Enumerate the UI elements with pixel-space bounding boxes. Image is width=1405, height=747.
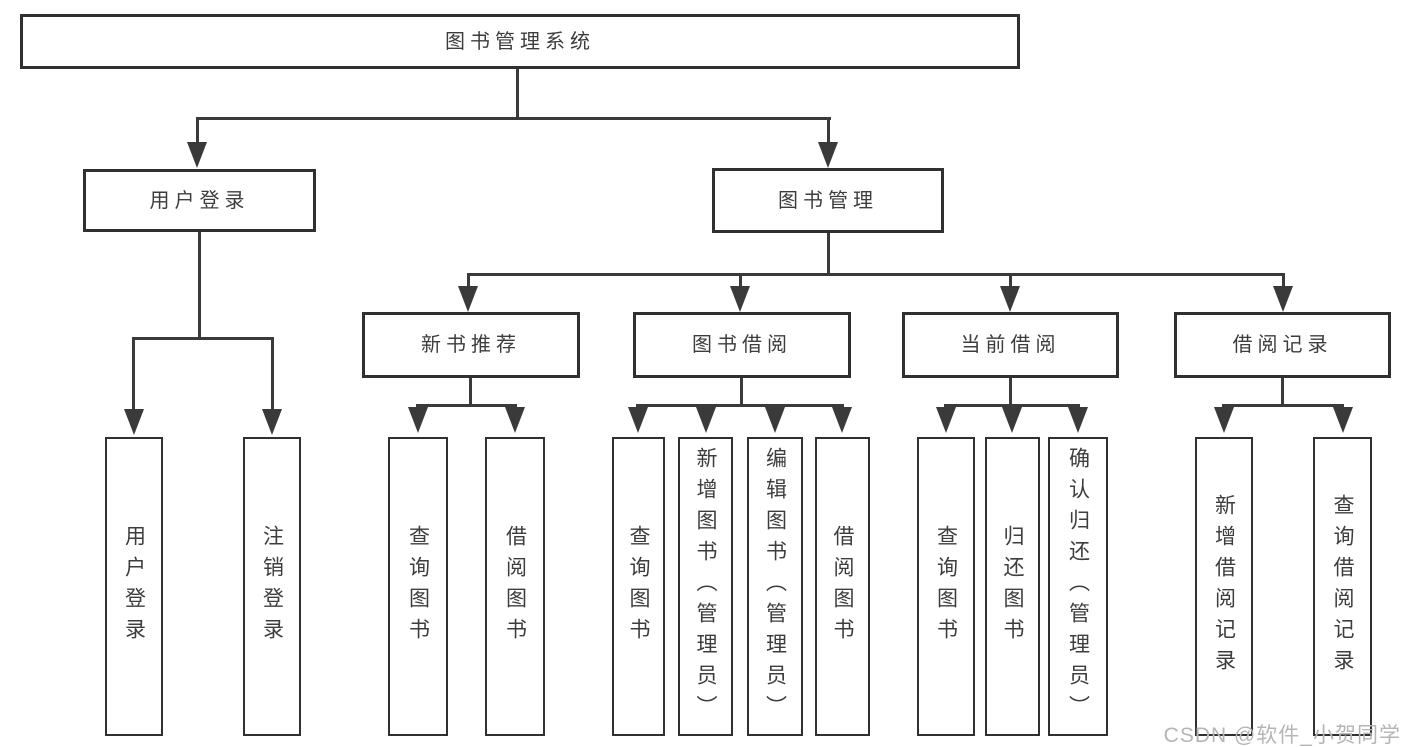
leaf-borrow-books-recommend: 借阅图书 [485, 437, 545, 736]
leaf-borrow-books: 借阅图书 [815, 437, 870, 736]
node-new-book-recommendation: 新书推荐 [362, 312, 580, 378]
connector-line [739, 273, 742, 288]
node-label: 用户登录 [149, 189, 250, 212]
leaf-add-books-admin: 新增图书（管理员） [678, 437, 733, 736]
arrow-down-icon [1068, 407, 1088, 433]
node-label: 借阅记录 [1232, 334, 1333, 356]
arrow-down-icon [1273, 286, 1293, 312]
node-user-login: 用户登录 [83, 169, 316, 232]
node-label: 查询图书 [934, 524, 958, 649]
leaf-add-borrow-record: 新增借阅记录 [1195, 437, 1253, 736]
node-label: 编辑图书（管理员） [763, 447, 787, 726]
leaf-query-books-recommend: 查询图书 [388, 437, 448, 736]
node-label: 借阅图书 [503, 524, 527, 649]
connector-line [416, 404, 517, 407]
connector-line [516, 69, 519, 119]
node-current-borrowing: 当前借阅 [902, 312, 1119, 378]
node-label: 查询图书 [627, 524, 650, 649]
leaf-return-books: 归还图书 [985, 437, 1040, 736]
arrow-down-icon [1000, 286, 1020, 312]
node-label: 当前借阅 [960, 334, 1061, 356]
arrow-down-icon [187, 142, 207, 168]
leaf-query-books-borrowing: 查询图书 [612, 437, 665, 736]
leaf-query-books-current: 查询图书 [917, 437, 975, 736]
leaf-logout: 注销登录 [243, 437, 301, 736]
connector-line [636, 404, 844, 407]
csdn-watermark: CSDN @软件_小贺同学 [1163, 724, 1401, 747]
node-label: 查询借阅记录 [1331, 493, 1354, 680]
node-label: 新书推荐 [421, 334, 521, 356]
leaf-user-login: 用户登录 [105, 437, 163, 736]
node-label: 图书借阅 [692, 334, 792, 356]
node-label: 归还图书 [1001, 524, 1024, 649]
arrow-down-icon [730, 286, 750, 312]
connector-line [469, 378, 472, 406]
leaf-edit-books-admin: 编辑图书（管理员） [747, 437, 803, 736]
node-label: 用户登录 [122, 524, 146, 649]
arrow-down-icon [628, 407, 648, 433]
connector-line [196, 117, 831, 120]
arrow-down-icon [458, 286, 478, 312]
node-label: 借阅图书 [831, 524, 854, 649]
node-label: 注销登录 [260, 524, 284, 649]
node-label: 图书管理 [778, 189, 878, 212]
connector-line [132, 337, 135, 411]
connector-line [827, 233, 830, 276]
node-borrow-records: 借阅记录 [1174, 312, 1391, 378]
node-library-management-system: 图书管理系统 [20, 14, 1020, 69]
arrow-down-icon [936, 407, 956, 433]
node-label: 新增借阅记录 [1212, 493, 1236, 680]
node-book-management: 图书管理 [712, 168, 944, 233]
arrow-down-icon [262, 409, 282, 435]
connector-line [467, 273, 1285, 276]
connector-line [1281, 378, 1284, 406]
arrow-down-icon [696, 407, 716, 433]
connector-line [944, 404, 1080, 407]
arrow-down-icon [408, 407, 428, 433]
node-label: 确认归还（管理员） [1066, 447, 1090, 726]
leaf-confirm-return-admin: 确认归还（管理员） [1048, 437, 1108, 736]
arrow-down-icon [1214, 407, 1234, 433]
connector-line [1009, 273, 1012, 288]
connector-line [740, 378, 743, 406]
node-label: 查询图书 [406, 524, 430, 649]
leaf-query-borrow-record: 查询借阅记录 [1313, 437, 1372, 736]
connector-line [1009, 378, 1012, 406]
connector-line [271, 337, 274, 411]
node-book-borrowing: 图书借阅 [633, 312, 851, 378]
node-label: 新增图书（管理员） [694, 447, 717, 726]
connector-line [827, 117, 830, 145]
arrow-down-icon [818, 142, 838, 168]
arrow-down-icon [1333, 407, 1353, 433]
connector-line [1222, 404, 1344, 407]
connector-line [198, 232, 201, 339]
node-label: 图书管理系统 [445, 30, 595, 53]
arrow-down-icon [1002, 407, 1022, 433]
arrow-down-icon [124, 409, 144, 435]
connector-line [196, 117, 199, 145]
connector-line [1282, 273, 1285, 288]
connector-line [132, 337, 274, 340]
arrow-down-icon [505, 407, 525, 433]
arrow-down-icon [765, 407, 785, 433]
connector-line [467, 273, 470, 288]
arrow-down-icon [832, 407, 852, 433]
